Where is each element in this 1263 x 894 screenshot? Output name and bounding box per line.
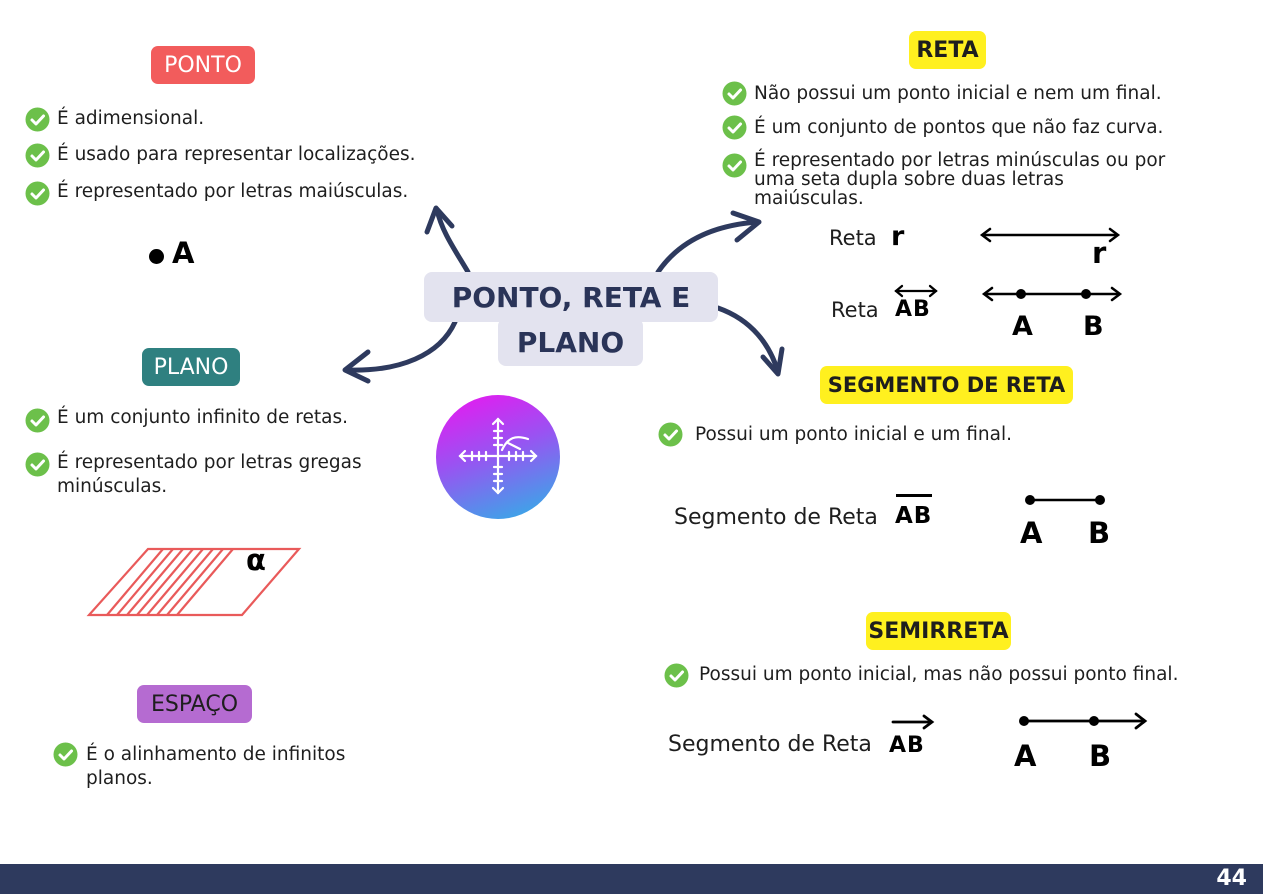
- reta-ex1-line-label: r: [1092, 236, 1107, 270]
- arrow-to-ponto: [434, 207, 471, 275]
- check-icon: [25, 452, 50, 477]
- point-dot-icon: [149, 249, 164, 264]
- reta-ex2-symbol: AB: [895, 297, 931, 322]
- plano-item-2: É representado por letras gregas minúscu…: [57, 452, 362, 497]
- reta-ex1-symbol: r: [891, 221, 905, 252]
- semirreta-point-a: A: [1014, 739, 1037, 773]
- reta-ex2-label: Reta: [831, 298, 879, 322]
- reta-point-a: A: [1012, 311, 1033, 342]
- check-icon: [25, 143, 50, 168]
- segmento-point-a: A: [1020, 516, 1043, 550]
- footer-bar: [0, 864, 1263, 894]
- check-icon: [722, 153, 747, 178]
- segmento-point-b: B: [1088, 516, 1111, 550]
- semirreta-ex-symbol: AB: [889, 733, 925, 758]
- ponto-example-label: A: [172, 236, 195, 270]
- ray-ab-icon: [1019, 712, 1148, 730]
- semirreta-tag: SEMIRRETA: [866, 612, 1011, 650]
- check-icon: [664, 663, 689, 688]
- reta-point-b: B: [1083, 311, 1104, 342]
- segmento-tag: SEGMENTO DE RETA: [820, 366, 1073, 404]
- line-double-arrow-icon: [979, 227, 1121, 243]
- check-icon: [25, 181, 50, 206]
- arrow-to-plano: [343, 319, 458, 373]
- espaco-item-1: É o alinhamento de infinitos planos.: [86, 744, 346, 789]
- check-icon: [25, 107, 50, 132]
- check-icon: [25, 408, 50, 433]
- semirreta-ex-label: Segmento de Reta: [668, 732, 872, 757]
- reta-item-3: É representado por letras minúsculas ou …: [754, 150, 1166, 209]
- segmento-item-1: Possui um ponto inicial e um final.: [695, 424, 1013, 445]
- segmento-ex-symbol: AB: [895, 503, 933, 529]
- overline-bar-icon: [896, 494, 932, 497]
- double-arrow-over-icon: [894, 284, 938, 298]
- check-icon: [722, 81, 747, 106]
- espaco-tag: ESPAÇO: [137, 685, 252, 723]
- semirreta-item-1: Possui um ponto inicial, mas não possui …: [699, 664, 1179, 685]
- check-icon: [658, 422, 683, 447]
- plane-parallelogram-icon: [86, 547, 302, 617]
- central-title-line1: PONTO, RETA E: [424, 272, 718, 322]
- graph-axes-icon: [436, 395, 560, 519]
- semirreta-point-b: B: [1089, 739, 1112, 773]
- plane-symbol: α: [246, 543, 266, 577]
- line-ab-double-arrow-icon: [981, 286, 1123, 302]
- reta-item-2: É um conjunto de pontos que não faz curv…: [754, 117, 1164, 138]
- page-number: 44: [1216, 866, 1247, 891]
- segment-ab-icon: [1025, 495, 1105, 505]
- arrow-to-reta: [655, 219, 761, 275]
- right-arrow-over-icon: [891, 714, 935, 730]
- check-icon: [722, 115, 747, 140]
- plano-item-1: É um conjunto infinito de retas.: [57, 407, 348, 428]
- check-icon: [53, 742, 78, 767]
- ponto-item-3: É representado por letras maiúsculas.: [57, 181, 409, 202]
- reta-tag: RETA: [909, 31, 986, 69]
- central-title-line2: PLANO: [498, 318, 643, 366]
- reta-item-1: Não possui um ponto inicial e nem um fin…: [754, 83, 1162, 104]
- ponto-tag: PONTO: [151, 46, 255, 84]
- ponto-item-1: É adimensional.: [57, 108, 205, 129]
- arrow-to-segmento: [715, 305, 781, 375]
- ponto-item-2: É usado para representar localizações.: [57, 144, 416, 165]
- segmento-ex-label: Segmento de Reta: [674, 505, 878, 530]
- plano-tag: PLANO: [142, 348, 240, 386]
- reta-ex1-label: Reta: [829, 226, 877, 250]
